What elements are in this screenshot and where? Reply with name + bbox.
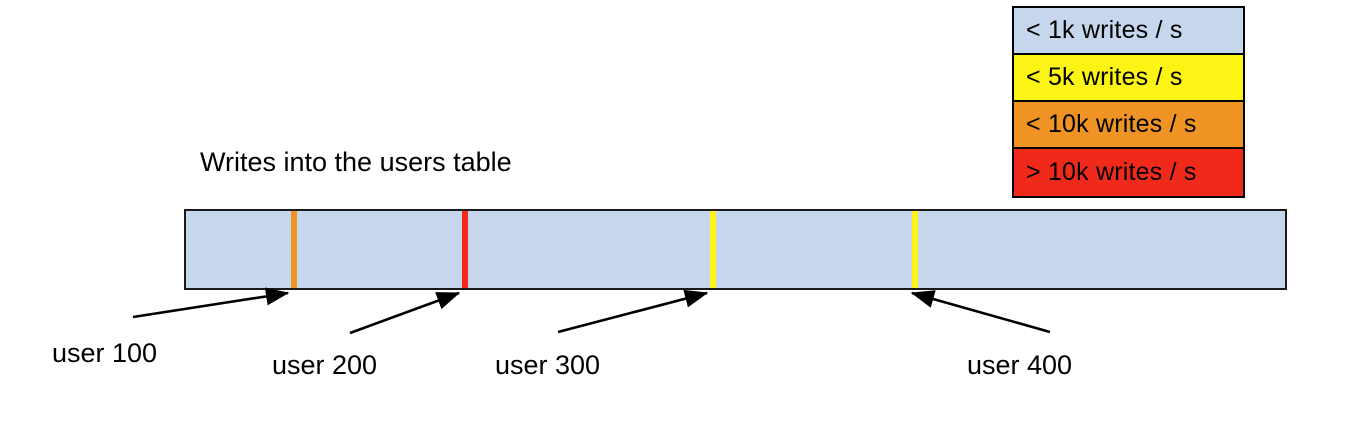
users-table-range-bar (184, 209, 1287, 290)
legend-label-lt-10k: < 10k writes / s (1026, 110, 1197, 138)
legend-row-gt-10k: > 10k writes / s (1014, 149, 1243, 196)
callout-arrow-user-200 (349, 291, 461, 335)
bar-marker-user-100 (291, 211, 297, 288)
bar-marker-user-300 (710, 211, 716, 288)
legend-row-lt-1k: < 1k writes / s (1014, 8, 1243, 55)
callout-label-user-200: user 200 (272, 350, 378, 380)
chart-title: Writes into the users table (200, 147, 512, 177)
legend-row-lt-10k: < 10k writes / s (1014, 102, 1243, 149)
callout-label-user-400: user 400 (967, 350, 1073, 380)
bar-marker-user-200 (462, 211, 468, 288)
callout-arrow-user-100 (132, 287, 290, 319)
legend-label-lt-1k: < 1k writes / s (1026, 16, 1183, 44)
callout-arrow-user-400 (910, 290, 1051, 334)
legend-row-lt-5k: < 5k writes / s (1014, 55, 1243, 102)
callout-label-user-100: user 100 (52, 338, 158, 368)
legend-label-lt-5k: < 5k writes / s (1026, 63, 1183, 91)
callout-label-user-300: user 300 (495, 350, 601, 380)
write-rate-legend: < 1k writes / s < 5k writes / s < 10k wr… (1012, 6, 1245, 198)
bar-marker-user-400 (912, 211, 918, 288)
legend-label-gt-10k: > 10k writes / s (1026, 158, 1197, 186)
callout-arrow-user-300 (557, 289, 709, 334)
